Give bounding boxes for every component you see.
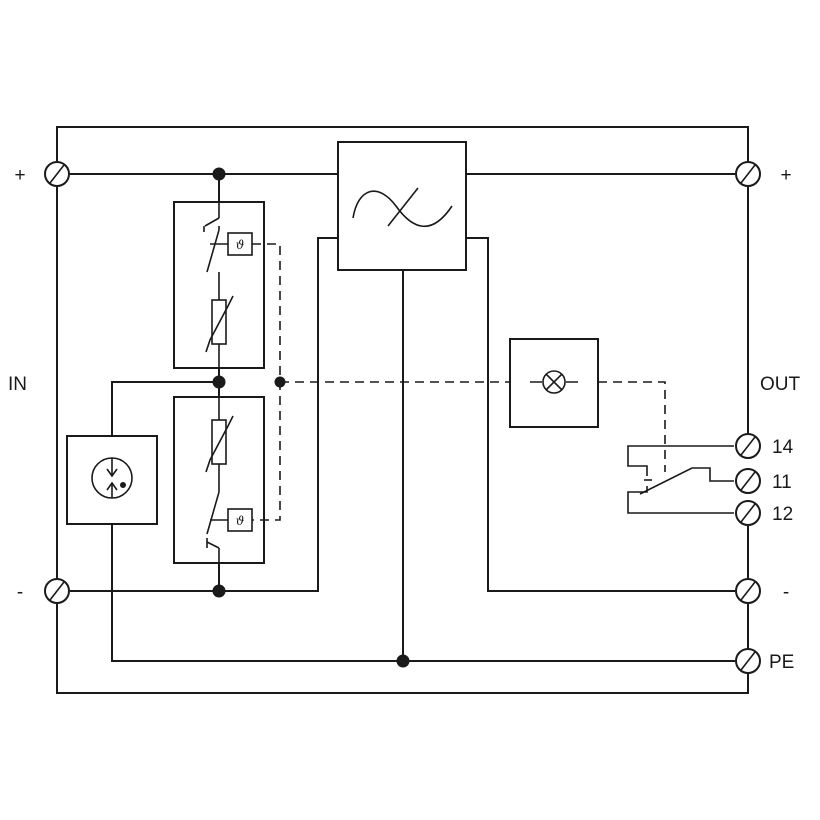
indicator-module [509,338,599,428]
contact-12-label: 12 [772,504,793,525]
out-label: OUT [760,374,801,395]
terminal-12[interactable] [735,500,761,526]
junction-dot [212,375,226,389]
minus-rail-in [70,237,339,592]
changeover-contact-icon [627,445,734,514]
out-minus-label: - [783,582,789,603]
thermal-symbol: ϑ [236,238,245,252]
indicator-lamp-icon [530,370,578,394]
in-label: IN [8,374,27,395]
terminal-pe[interactable] [735,648,761,674]
junction-dot [212,167,226,181]
thermal-symbol: ϑ [236,514,245,528]
junction-dot [274,376,286,388]
terminal-11[interactable] [735,468,761,494]
terminal-14[interactable] [735,433,761,459]
gas-discharge-tube-module [66,435,158,525]
contact-11-label: 11 [772,472,792,493]
thermal-signal-line [252,243,666,521]
terminal-in-plus[interactable] [44,161,70,187]
terminal-in-minus[interactable] [44,578,70,604]
filter-icon [352,190,453,228]
gas-discharge-tube-icon [91,457,133,499]
thermal-disconnect-icon [203,202,220,300]
in-plus-label: + [14,165,25,186]
out-plus-label: + [780,165,791,186]
pe-label: PE [769,652,794,673]
contact-14-label: 14 [772,437,794,458]
terminal-out-plus[interactable] [735,161,761,187]
junction-dot [212,584,226,598]
gdt-connection [111,381,220,437]
enclosure-outline [56,126,749,694]
junction-dot [396,654,410,668]
lower-protection-module: ϑ [173,396,265,564]
in-minus-label: - [17,582,23,603]
filter-module [337,141,467,271]
upper-protection-module: ϑ [173,201,265,369]
varistor-icon [205,295,234,368]
thermal-disconnect-icon [206,464,220,563]
pe-rail [111,269,735,662]
terminal-out-minus[interactable] [735,578,761,604]
minus-rail-out [465,237,735,592]
